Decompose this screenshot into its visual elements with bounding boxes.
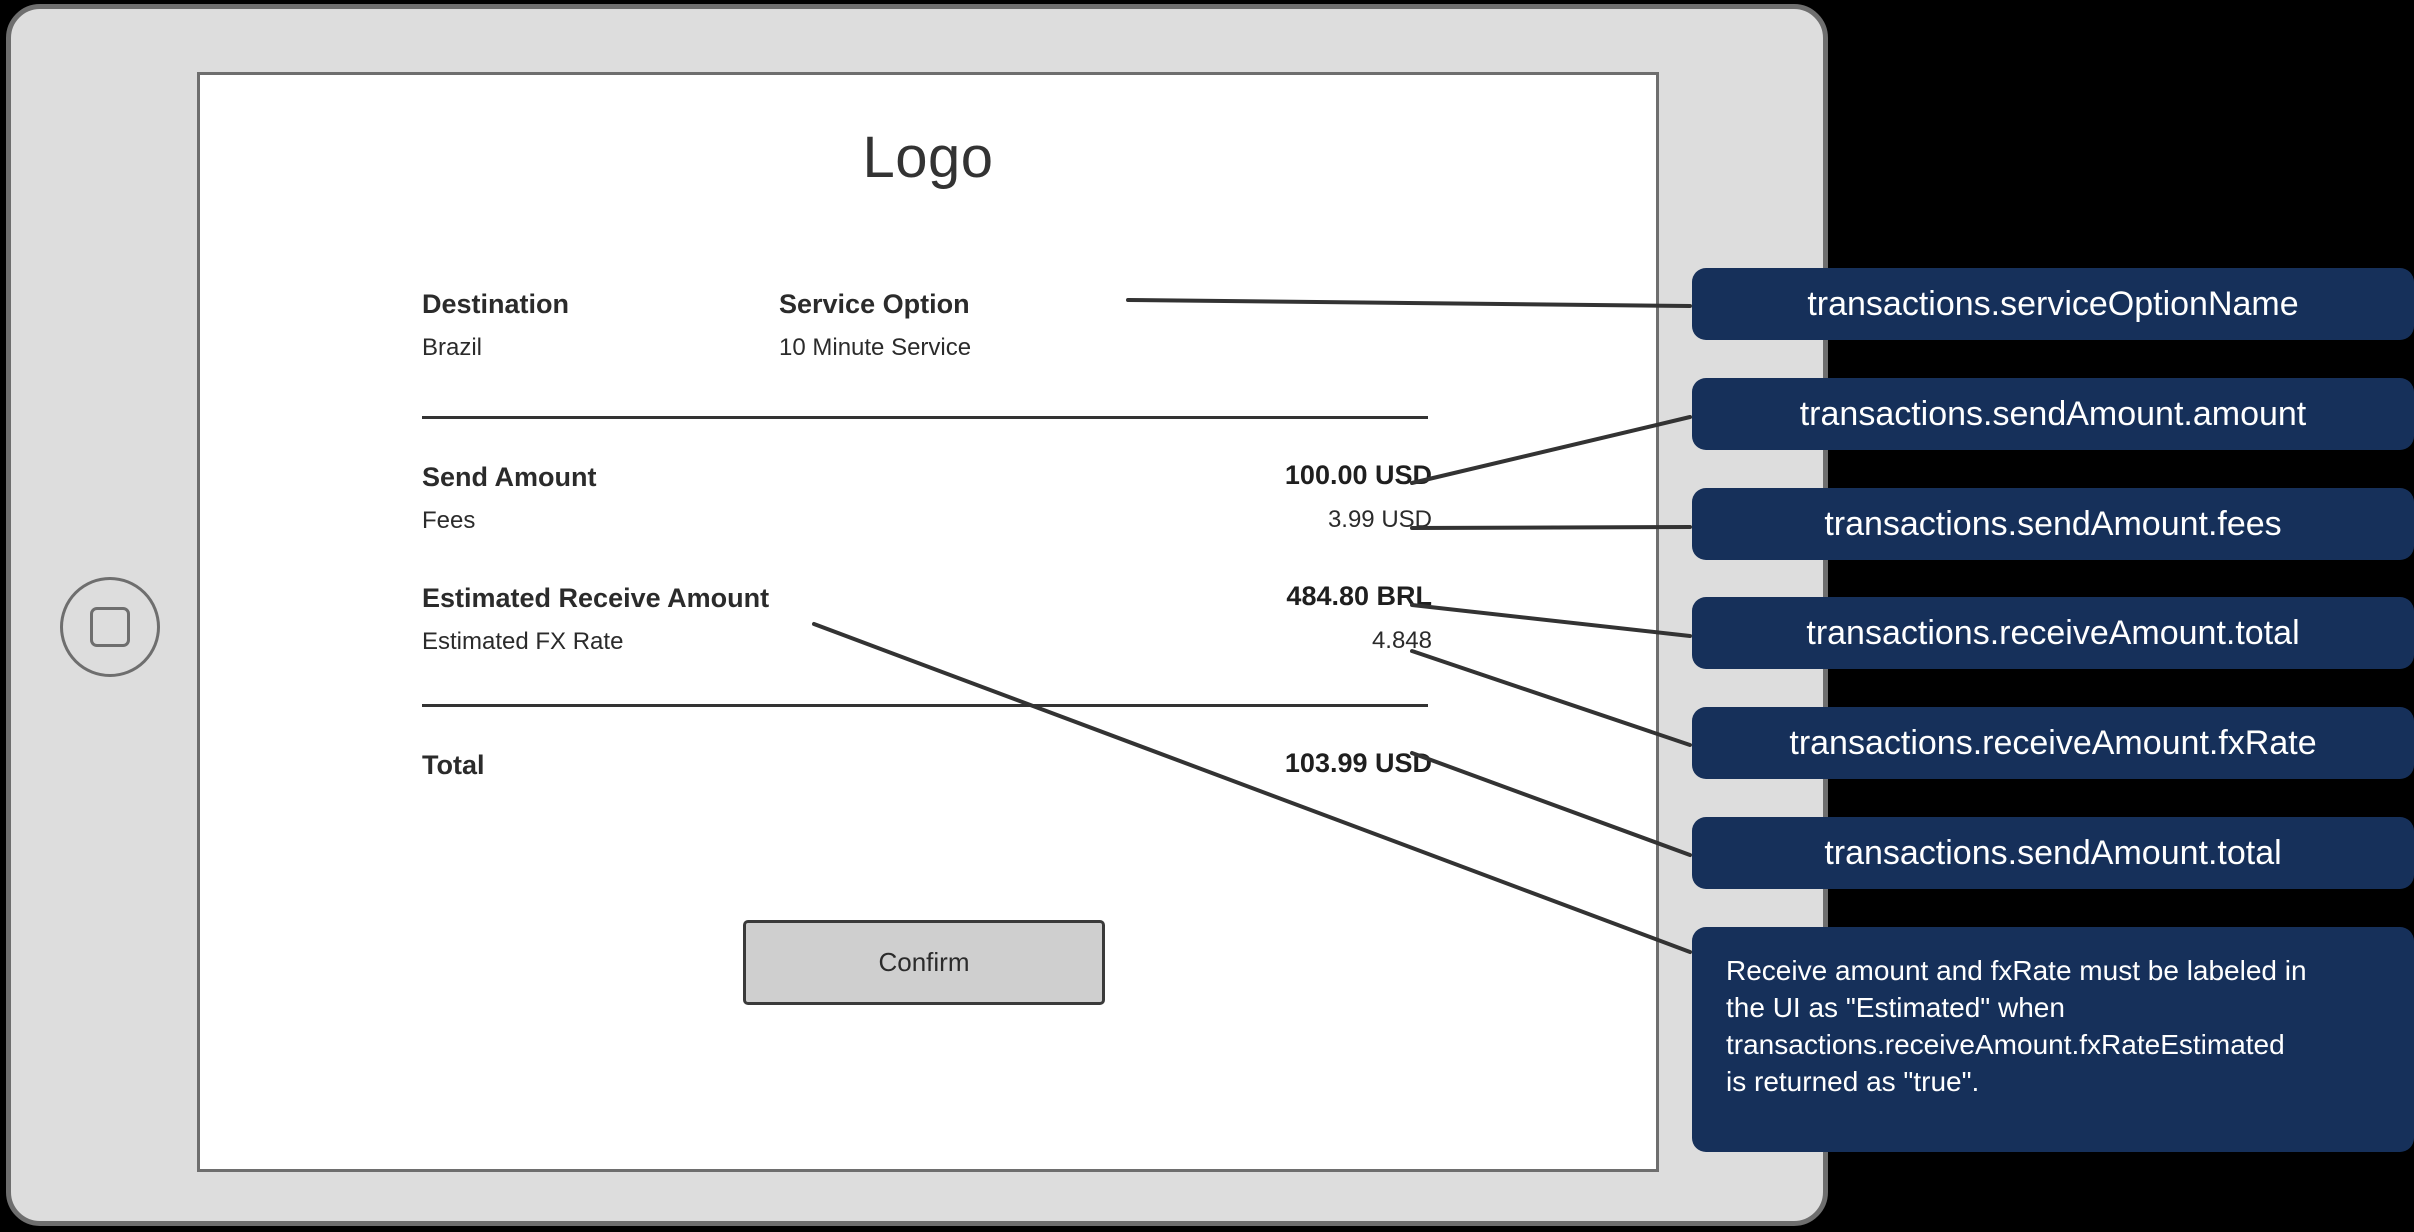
- callout-receive-amount-fxrate: transactions.receiveAmount.fxRate: [1692, 707, 2414, 779]
- divider-top: [422, 416, 1428, 419]
- callout-receive-amount-total: transactions.receiveAmount.total: [1692, 597, 2414, 669]
- receive-amount-value: 484.80 BRL: [1286, 581, 1432, 611]
- tablet-device-frame: Logo Destination Brazil Service Option 1…: [6, 4, 1828, 1226]
- service-option-value: 10 Minute Service: [779, 334, 972, 361]
- receive-amount-label: Estimated Receive Amount: [422, 583, 770, 613]
- fees-label: Fees: [422, 507, 476, 534]
- send-amount-value: 100.00 USD: [1284, 460, 1432, 490]
- callout-send-amount-fees: transactions.sendAmount.fees: [1692, 488, 2414, 560]
- callout-estimated-note: Receive amount and fxRate must be labele…: [1692, 927, 2414, 1152]
- fees-value: 3.99 USD: [1327, 506, 1432, 533]
- destination-value: Brazil: [422, 334, 483, 361]
- page-title: Logo: [862, 125, 994, 190]
- app-screen: Logo Destination Brazil Service Option 1…: [197, 72, 1659, 1172]
- callout-send-amount-amount: transactions.sendAmount.amount: [1692, 378, 2414, 450]
- callout-service-option-name: transactions.serviceOptionName: [1692, 268, 2414, 340]
- fx-rate-value: 4.848: [1371, 627, 1432, 654]
- total-value: 103.99 USD: [1284, 748, 1432, 778]
- divider-bottom: [422, 704, 1428, 707]
- fx-rate-label: Estimated FX Rate: [422, 628, 624, 655]
- callout-send-amount-total: transactions.sendAmount.total: [1692, 817, 2414, 889]
- confirm-button[interactable]: Confirm: [743, 920, 1105, 1005]
- home-square-icon: [90, 607, 130, 647]
- total-label: Total: [422, 750, 485, 780]
- destination-label: Destination: [422, 289, 570, 319]
- send-amount-label: Send Amount: [422, 462, 597, 492]
- service-option-label: Service Option: [779, 289, 970, 319]
- home-button[interactable]: [60, 577, 160, 677]
